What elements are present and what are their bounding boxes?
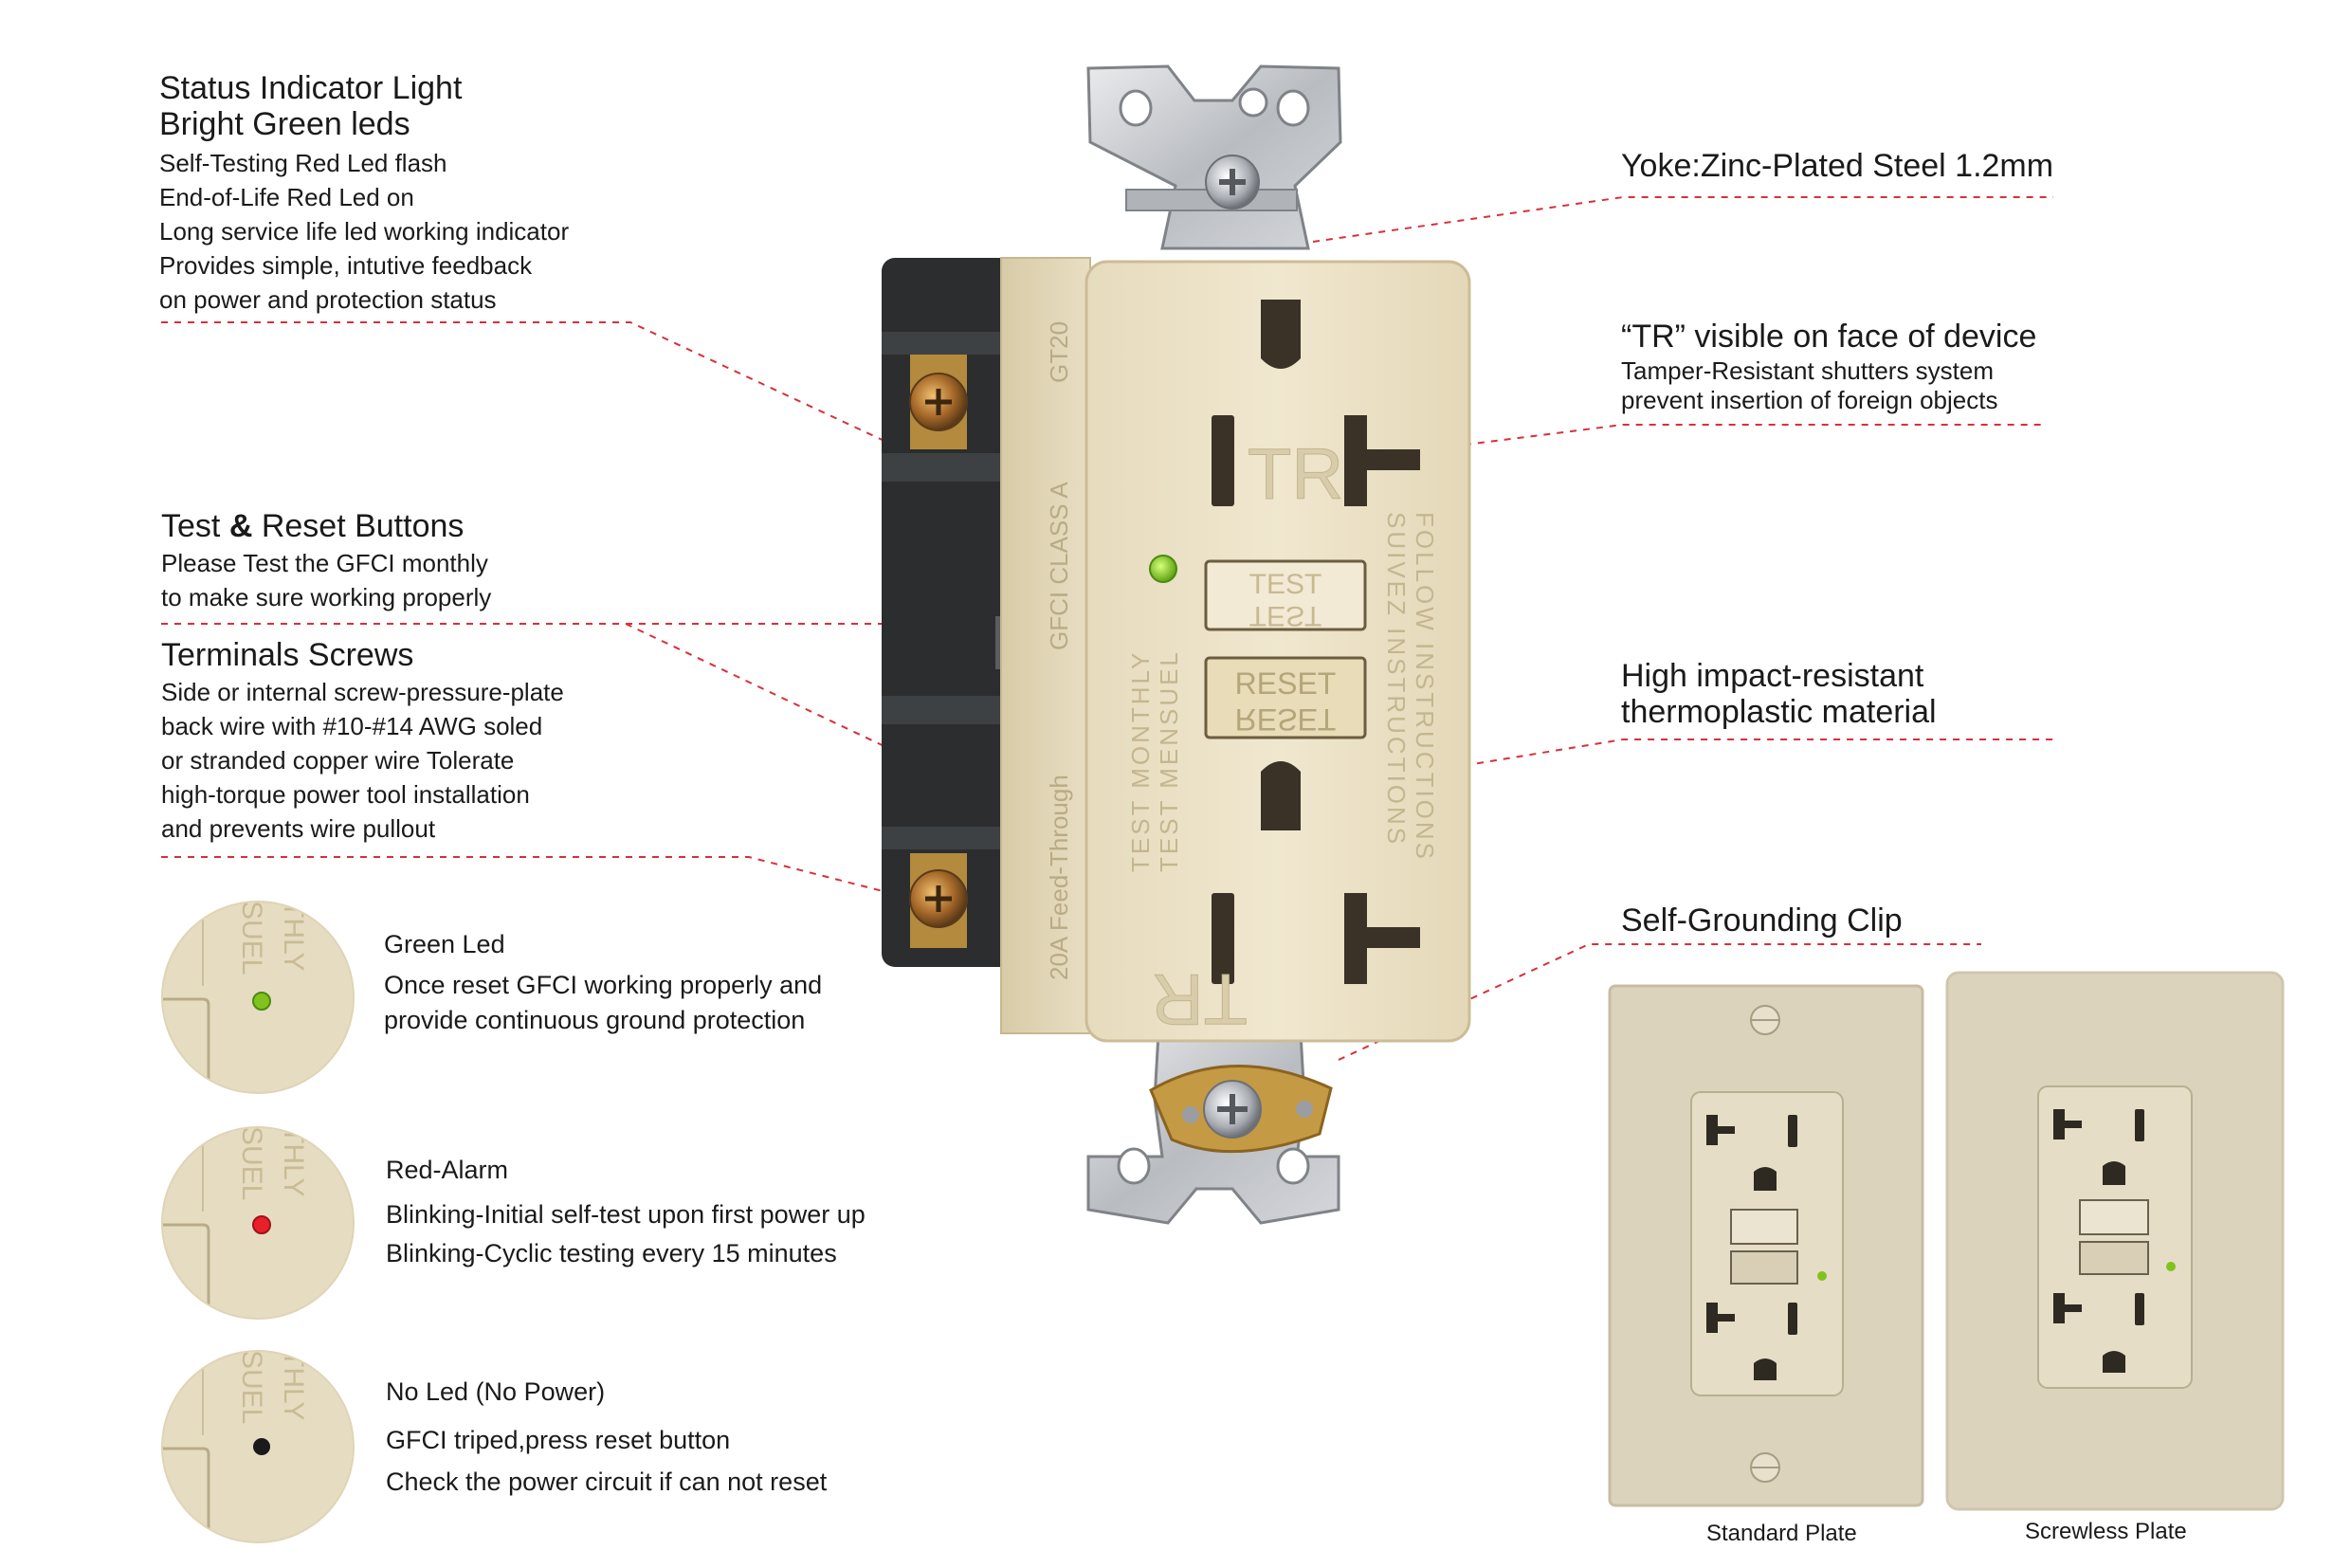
clip-title: Self-Grounding Clip <box>1621 903 1903 939</box>
leader-yoke <box>1312 196 2053 243</box>
yoke-callout: Yoke:Zinc-Plated Steel 1.2mm <box>1621 148 2053 184</box>
terminal-screw-bottom <box>909 853 968 948</box>
terminal-screw-top <box>909 355 968 449</box>
side-text-feed: 20A Feed-Through <box>1045 775 1073 980</box>
test-reset-title-post: Reset Buttons <box>261 508 465 544</box>
terminals-title: Terminals Screws <box>161 637 414 673</box>
leader-terminals-2 <box>161 856 939 906</box>
terminals-line: or stranded copper wire Tolerate <box>161 746 515 775</box>
led-state-line: provide continuous ground protection <box>384 1006 806 1034</box>
screwless-plate-caption: Screwless Plate <box>2025 1519 2187 1544</box>
tr-line: Tamper-Resistant shutters system <box>1621 356 1995 385</box>
clip-callout: Self-Grounding Clip <box>1621 903 1903 939</box>
tr-title: “TR” visible on face of device <box>1621 319 2037 355</box>
led-state-line: Blinking-Initial self-test upon first po… <box>386 1200 866 1229</box>
led-state-red: Red-Alarm Blinking-Initial self-test upo… <box>386 1153 866 1271</box>
status-title-1: Status Indicator Light <box>159 70 463 106</box>
side-text-class: GFCI CLASS A <box>1045 482 1073 650</box>
standard-plate <box>1608 984 1924 1507</box>
face-text-test-monthly: TEST MONTHLY <box>1126 650 1155 872</box>
led-inset-red: THLY SUEL <box>161 1126 355 1320</box>
test-reset-callout: Test & Reset Buttons Please Test the GFC… <box>161 508 491 614</box>
leader-status <box>161 321 1159 570</box>
led-state-line: Blinking-Cyclic testing every 15 minutes <box>386 1239 837 1267</box>
material-callout: High impact-resistant thermoplastic mate… <box>1621 658 1937 730</box>
inset-text-thly: THLY <box>278 1350 309 1420</box>
top-yoke <box>1086 64 1342 250</box>
tr-line: prevent insertion of foreign objects <box>1621 386 1998 414</box>
terminals-line: Side or internal screw-pressure-plate <box>161 678 564 706</box>
led-state-line: Check the power circuit if can not reset <box>386 1468 828 1496</box>
standard-plate-led <box>1817 1271 1827 1281</box>
face-text-follow: FOLLOW INSTRUCTIONS <box>1411 512 1439 862</box>
inset-text-suel: SUEL <box>236 1350 267 1424</box>
led-state-line: Once reset GFCI working properly and <box>384 971 823 999</box>
status-callout: Status Indicator Light Bright Green leds… <box>159 70 569 317</box>
face-text-test-mensuel: TEST MENSUEL <box>1155 649 1183 872</box>
test-reset-line: to make sure working properly <box>161 583 492 611</box>
screwless-plate <box>1945 971 2285 1511</box>
upper-outlet <box>1212 300 1420 506</box>
test-button-label-mirror: TEST <box>1249 600 1322 631</box>
face-text-suivez: SUIVEZ INSTRUCTIONS <box>1382 512 1411 847</box>
inset-text-suel: SUEL <box>236 901 267 975</box>
status-title-2: Bright Green leds <box>159 106 410 142</box>
test-button[interactable]: TEST TEST <box>1204 559 1367 631</box>
bottom-yoke <box>1086 1031 1340 1225</box>
yoke-title: Yoke:Zinc-Plated Steel 1.2mm <box>1621 148 2054 184</box>
off-led-dot <box>253 1438 270 1455</box>
inset-text-thly: THLY <box>278 901 309 971</box>
terminals-line: high-torque power tool installation <box>161 780 530 809</box>
reset-button-label-mirror: RESET <box>1235 702 1337 737</box>
led-state-line: GFCI triped,press reset button <box>386 1426 731 1454</box>
status-line: Self-Testing Red Led flash <box>159 149 447 177</box>
screwless-plate-led <box>2166 1262 2176 1271</box>
status-line: on power and protection status <box>159 285 497 314</box>
material-line: thermoplastic material <box>1621 694 1937 730</box>
test-button-label: TEST <box>1249 569 1322 600</box>
green-led-dot <box>252 992 271 1011</box>
test-reset-title-amp: & <box>228 508 253 544</box>
led-state-title: Green Led <box>384 930 505 958</box>
reset-button[interactable]: RESET RESET <box>1204 656 1367 739</box>
red-led-dot <box>252 1215 271 1234</box>
led-state-title: No Led (No Power) <box>386 1377 606 1406</box>
lower-outlet <box>1212 761 1420 984</box>
gfci-device: TR TR TEST TEST RESET RESET GT20 GFCI CL… <box>882 64 1471 1225</box>
tr-mark-lower: TR <box>1152 958 1248 1039</box>
tr-mark-upper: TR <box>1248 434 1343 515</box>
test-reset-title-pre: Test <box>161 508 221 544</box>
device-led <box>1149 555 1177 583</box>
terminals-line: and prevents wire pullout <box>161 814 436 843</box>
led-inset-none: THLY SUEL <box>161 1350 355 1543</box>
standard-plate-caption: Standard Plate <box>1706 1521 1857 1546</box>
inset-text-thly: THLY <box>278 1126 309 1196</box>
status-line: Provides simple, intutive feedback <box>159 251 533 280</box>
test-reset-title: Test & Reset Buttons <box>161 508 491 544</box>
inset-text-suel: SUEL <box>236 1126 267 1200</box>
terminals-callout: Terminals Screws Side or internal screw-… <box>161 637 564 846</box>
led-state-title: Red-Alarm <box>386 1156 509 1184</box>
test-reset-line: Please Test the GFCI monthly <box>161 549 488 577</box>
led-inset-green: THLY SUEL <box>161 901 355 1094</box>
terminals-line: back wire with #10-#14 AWG soled <box>161 712 543 740</box>
led-state-none: No Led (No Power) GFCI triped,press rese… <box>386 1375 827 1500</box>
status-line: End-of-Life Red Led on <box>159 183 414 211</box>
leader-clip <box>1338 943 1981 1061</box>
side-text-gt20: GT20 <box>1045 321 1073 383</box>
status-line: Long service life led working indicator <box>159 217 570 246</box>
tr-callout: “TR” visible on face of device Tamper-Re… <box>1621 319 2036 415</box>
material-line: High impact-resistant <box>1621 658 1924 694</box>
reset-button-label: RESET <box>1235 666 1337 701</box>
led-state-green: Green Led Once reset GFCI working proper… <box>384 927 822 1038</box>
